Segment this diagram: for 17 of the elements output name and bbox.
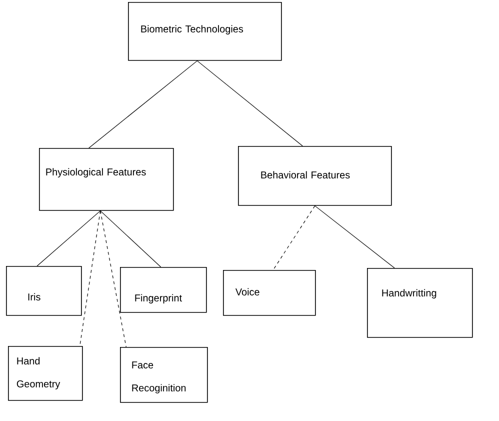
text-box: Fingerprint xyxy=(120,267,207,313)
connector-line xyxy=(100,210,162,268)
text-box: Hand Geometry xyxy=(8,346,83,401)
connector-line xyxy=(88,60,198,148)
connector-line xyxy=(314,206,395,268)
connector-line xyxy=(196,60,303,146)
text-box: Physiological Features xyxy=(39,148,174,211)
connector-line xyxy=(100,210,126,348)
text-box: Voice xyxy=(223,270,316,316)
text-box: Iris xyxy=(6,266,82,316)
connector-line xyxy=(272,206,316,270)
text-box: Biometric Technologies xyxy=(128,2,282,61)
connector-line xyxy=(80,210,101,346)
text-box: Handwritting xyxy=(367,268,473,338)
text-box: Behavioral Features xyxy=(238,146,392,206)
connector-line xyxy=(36,210,101,266)
text-box: Face Recoginition xyxy=(120,347,208,403)
